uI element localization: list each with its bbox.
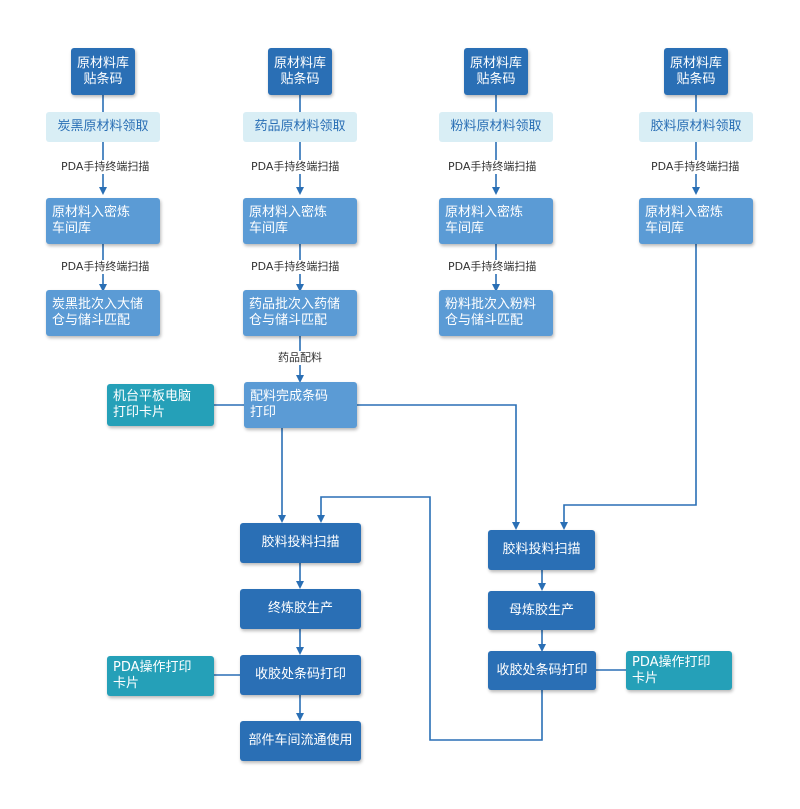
warehouse-box-3: 原材料入密炼 车间库 <box>439 198 553 244</box>
batch-powder-box: 粉料批次入粉料 仓与储斗匹配 <box>439 290 553 336</box>
edge <box>560 244 697 530</box>
master-mix-box: 母炼胶生产 <box>488 591 595 630</box>
scan-label: PDA手持终端扫描 <box>447 160 538 174</box>
right-barcode-box: 收胶处条码打印 <box>488 651 596 690</box>
raw-storage-box-3: 原材料库 贴条码 <box>464 48 528 95</box>
receive-powder-box: 粉料原材料领取 <box>439 112 553 142</box>
scan-label: PDA手持终端扫描 <box>60 160 151 174</box>
pda-print-box-right: PDA操作打印 卡片 <box>626 651 732 690</box>
batch-drug-box: 药品批次入药储 仓与储斗匹配 <box>243 290 357 336</box>
receive-carbon-box: 炭黑原材料领取 <box>46 112 160 142</box>
scan-label: PDA手持终端扫描 <box>250 260 341 274</box>
pda-print-box-left: PDA操作打印 卡片 <box>107 656 214 696</box>
scan-label: PDA手持终端扫描 <box>650 160 741 174</box>
receive-drug-box: 药品原材料领取 <box>243 112 357 142</box>
right-feed-scan-box: 胶料投料扫描 <box>488 530 595 570</box>
raw-storage-box-2: 原材料库 贴条码 <box>268 48 332 95</box>
drug-mix-label: 药品配料 <box>277 351 323 365</box>
receive-rubber-box: 胶料原材料领取 <box>639 112 753 142</box>
warehouse-box-1: 原材料入密炼 车间库 <box>46 198 160 244</box>
raw-storage-box-4: 原材料库 贴条码 <box>664 48 728 95</box>
scan-label: PDA手持终端扫描 <box>250 160 341 174</box>
left-barcode-box: 收胶处条码打印 <box>240 655 361 695</box>
final-mix-box: 终炼胶生产 <box>240 589 361 629</box>
left-feed-scan-box: 胶料投料扫描 <box>240 523 361 563</box>
edge <box>317 496 543 741</box>
warehouse-box-2: 原材料入密炼 车间库 <box>243 198 357 244</box>
mix-done-box: 配料完成条码 打印 <box>244 382 357 428</box>
warehouse-box-4: 原材料入密炼 车间库 <box>639 198 753 244</box>
batch-carbon-box: 炭黑批次入大储 仓与储斗匹配 <box>46 290 160 336</box>
scan-label: PDA手持终端扫描 <box>60 260 151 274</box>
tablet-print-box: 机台平板电脑 打印卡片 <box>107 384 214 426</box>
edge <box>357 404 520 530</box>
parts-use-box: 部件车间流通使用 <box>240 721 361 761</box>
scan-label: PDA手持终端扫描 <box>447 260 538 274</box>
raw-storage-box-1: 原材料库 贴条码 <box>71 48 135 95</box>
